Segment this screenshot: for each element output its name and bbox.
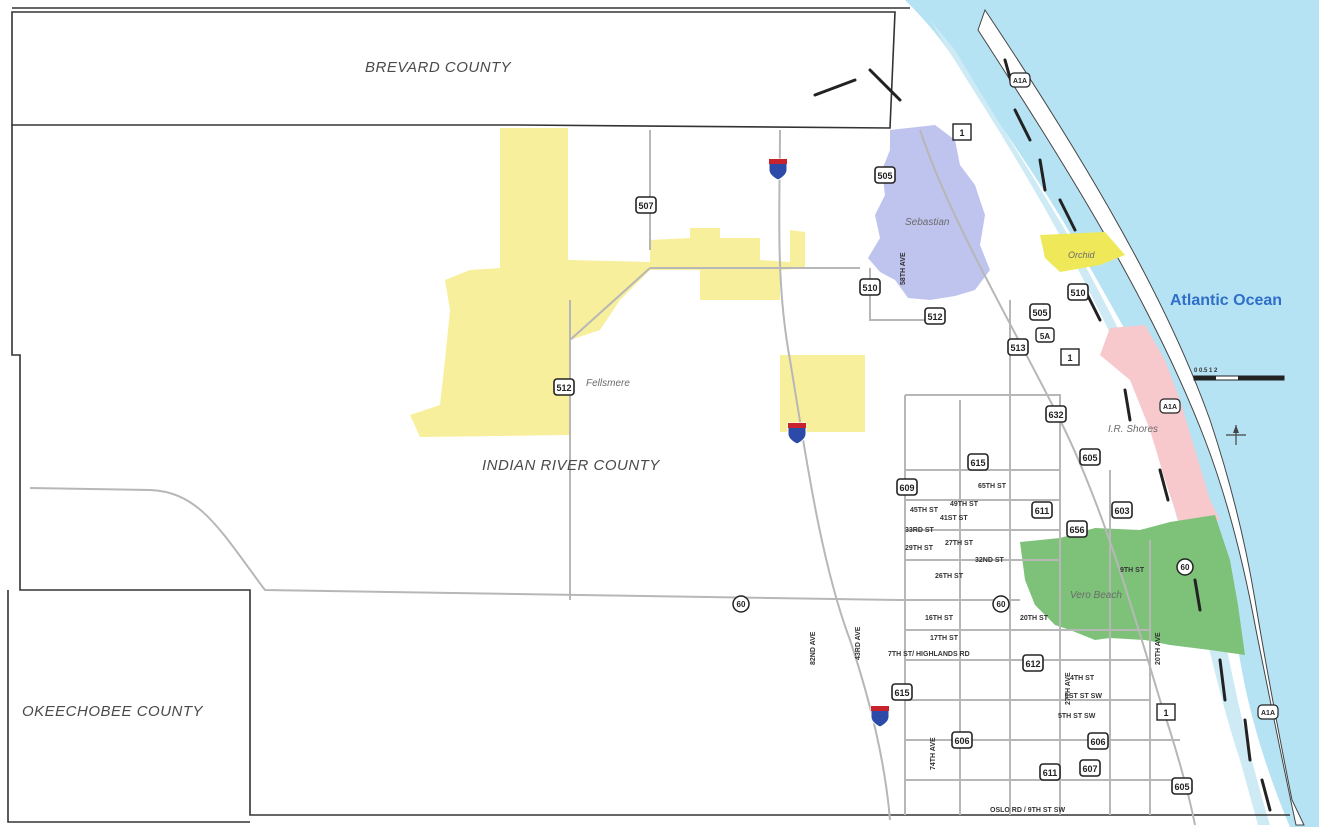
street-32nd: 32ND ST — [975, 557, 1005, 564]
scale-bar: 0 0.5 1 2 — [1193, 368, 1285, 381]
vero-beach-area — [1020, 515, 1245, 655]
county-west-edge — [11, 125, 1290, 816]
shield-60-east: 60 — [1181, 563, 1190, 572]
street-74th-ave: 74TH AVE — [930, 737, 937, 770]
shield-505-north: 505 — [877, 171, 892, 181]
shield-605: 605 — [1082, 453, 1097, 463]
atlantic-ocean-water — [905, 0, 1319, 827]
shield-615-south: 615 — [894, 688, 909, 698]
street-29th: 29TH ST — [905, 545, 934, 552]
shield-us1-mid: 1 — [1067, 353, 1072, 363]
shield-5a: 5A — [1040, 332, 1050, 341]
street-7th: 7TH ST/ HIGHLANDS RD — [888, 651, 970, 658]
roads — [29, 129, 1196, 826]
interstate-95-shield-south — [870, 705, 890, 728]
street-4th: 4TH ST — [1070, 675, 1095, 682]
shield-510-west: 510 — [862, 283, 877, 293]
street-16th: 16TH ST — [925, 615, 954, 622]
indian-river-county-label: INDIAN RIVER COUNTY — [482, 457, 660, 474]
shield-611-north: 611 — [1035, 506, 1050, 516]
shield-a1a-south: A1A — [1261, 710, 1275, 717]
street-27th-ave: 27TH AVE — [1065, 672, 1072, 705]
shield-615-north: 615 — [970, 458, 985, 468]
shield-us1-north: 1 — [959, 128, 964, 138]
street-65th: 65TH ST — [978, 483, 1007, 490]
north-arrow-icon — [1226, 425, 1246, 445]
street-5th: 5TH ST SW — [1058, 713, 1096, 720]
barrier-island — [977, 8, 1305, 826]
shield-611-south: 611 — [1043, 768, 1058, 778]
shield-632: 632 — [1048, 410, 1063, 420]
street-17th: 17TH ST — [930, 635, 959, 642]
okeechobee-county-label: OKEECHOBEE COUNTY — [22, 703, 204, 720]
sebastian-area — [868, 125, 990, 300]
shield-612: 612 — [1025, 659, 1040, 669]
shield-603: 603 — [1114, 506, 1129, 516]
indian-river-lagoon — [930, 20, 1270, 825]
shield-656: 656 — [1069, 525, 1084, 535]
interstate-95-shield-mid — [787, 422, 807, 445]
street-26th: 26TH ST — [935, 573, 964, 580]
interstate-95-shield-north — [768, 158, 788, 181]
shield-a1a-mid: A1A — [1163, 404, 1177, 411]
street-41st: 41ST ST — [940, 515, 968, 522]
shield-607: 607 — [1082, 764, 1097, 774]
street-20th: 20TH ST — [1020, 615, 1049, 622]
fellsmere-area — [410, 128, 865, 437]
street-9th: 9TH ST — [1120, 567, 1145, 574]
shield-512-west: 512 — [556, 383, 571, 393]
street-82nd-ave: 82ND AVE — [810, 631, 817, 665]
brevard-county-label: BREVARD COUNTY — [365, 59, 512, 76]
shield-505-mid: 505 — [1032, 308, 1047, 318]
orchid-area — [1040, 232, 1125, 272]
shield-507: 507 — [638, 201, 653, 211]
shield-606-west: 606 — [954, 736, 969, 746]
orchid-label: Orchid — [1068, 250, 1096, 260]
street-33rd: 33RD ST — [905, 527, 935, 534]
shield-a1a-north: A1A — [1013, 78, 1027, 85]
shield-605-south: 605 — [1174, 782, 1189, 792]
street-43rd-ave: 43RD AVE — [855, 626, 862, 660]
street-oslo: OSLO RD / 9TH ST SW — [990, 807, 1065, 814]
okeechobee-county-box — [7, 590, 250, 823]
road-shields: 507 505 510 510 512 512 505 513 5A 632 6… — [553, 72, 1279, 795]
shield-512-east: 512 — [927, 312, 942, 322]
indian-river-shores-area — [1100, 325, 1220, 525]
scale-label: 0 0.5 1 2 — [1194, 368, 1218, 374]
vero-beach-label: Vero Beach — [1070, 590, 1122, 601]
shield-510-east: 510 — [1070, 288, 1085, 298]
fellsmere-label: Fellsmere — [586, 378, 630, 389]
shield-60-west: 60 — [737, 600, 746, 609]
shield-us1-south: 1 — [1163, 708, 1168, 718]
street-45th: 45TH ST — [910, 507, 939, 514]
street-labels: 65TH ST 49TH ST 45TH ST 41ST ST 33RD ST … — [810, 252, 1162, 814]
street-20th-ave: 20TH AVE — [1155, 632, 1162, 665]
atlantic-ocean-label: Atlantic Ocean — [1170, 292, 1282, 309]
shield-609: 609 — [899, 483, 914, 493]
shield-513: 513 — [1010, 343, 1025, 353]
indian-river-county-boundary — [11, 11, 896, 129]
shield-606-east: 606 — [1090, 737, 1105, 747]
indian-river-shores-label: I.R. Shores — [1108, 424, 1158, 435]
street-1st: 1ST ST SW — [1065, 693, 1102, 700]
sebastian-label: Sebastian — [905, 217, 950, 228]
street-58th-ave: 58TH AVE — [900, 252, 907, 285]
shield-60-mid: 60 — [997, 600, 1006, 609]
street-49th: 49TH ST — [950, 501, 979, 508]
street-27th: 27TH ST — [945, 540, 974, 547]
